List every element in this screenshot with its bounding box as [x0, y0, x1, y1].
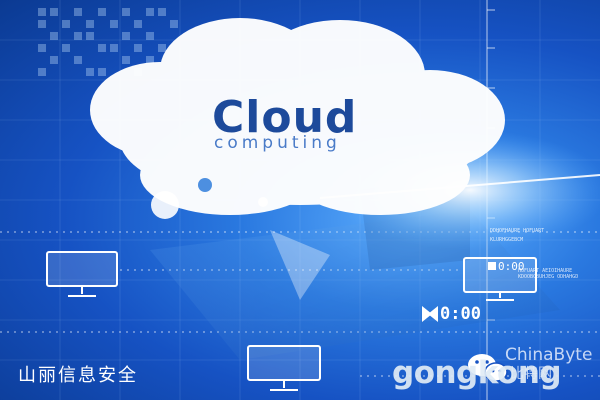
cloud-subtitle: computing [214, 133, 341, 153]
watermark-brand: ChinaByte [505, 345, 593, 365]
cloud-title: Cloud [212, 92, 358, 143]
timer-large: 0:00 [440, 304, 481, 324]
cloud-bubbles [151, 178, 268, 219]
watermark-brand-cn: 比特网 [510, 366, 552, 382]
pixel-mosaic [38, 8, 178, 76]
wechat-icon [468, 354, 508, 382]
tiny-label: KLURHGGEBCM [490, 237, 524, 243]
tiny-label: DDHOFHAURE HOFUART [490, 228, 545, 234]
monitor-icon [247, 345, 321, 391]
cloud-shape [90, 18, 505, 215]
caption-text: 山丽信息安全 [18, 365, 138, 386]
monitor-icon [463, 257, 537, 301]
watermark-site: gongkong [392, 355, 562, 391]
play-icon [422, 262, 496, 322]
monitor-icon [46, 251, 118, 297]
tiny-label: HOFUART AEIOIHAURE KDOOBCBUHJEG ODHAHGD [518, 268, 579, 280]
cloud-tail [270, 230, 330, 300]
timer-small: 0:00 [498, 260, 525, 273]
